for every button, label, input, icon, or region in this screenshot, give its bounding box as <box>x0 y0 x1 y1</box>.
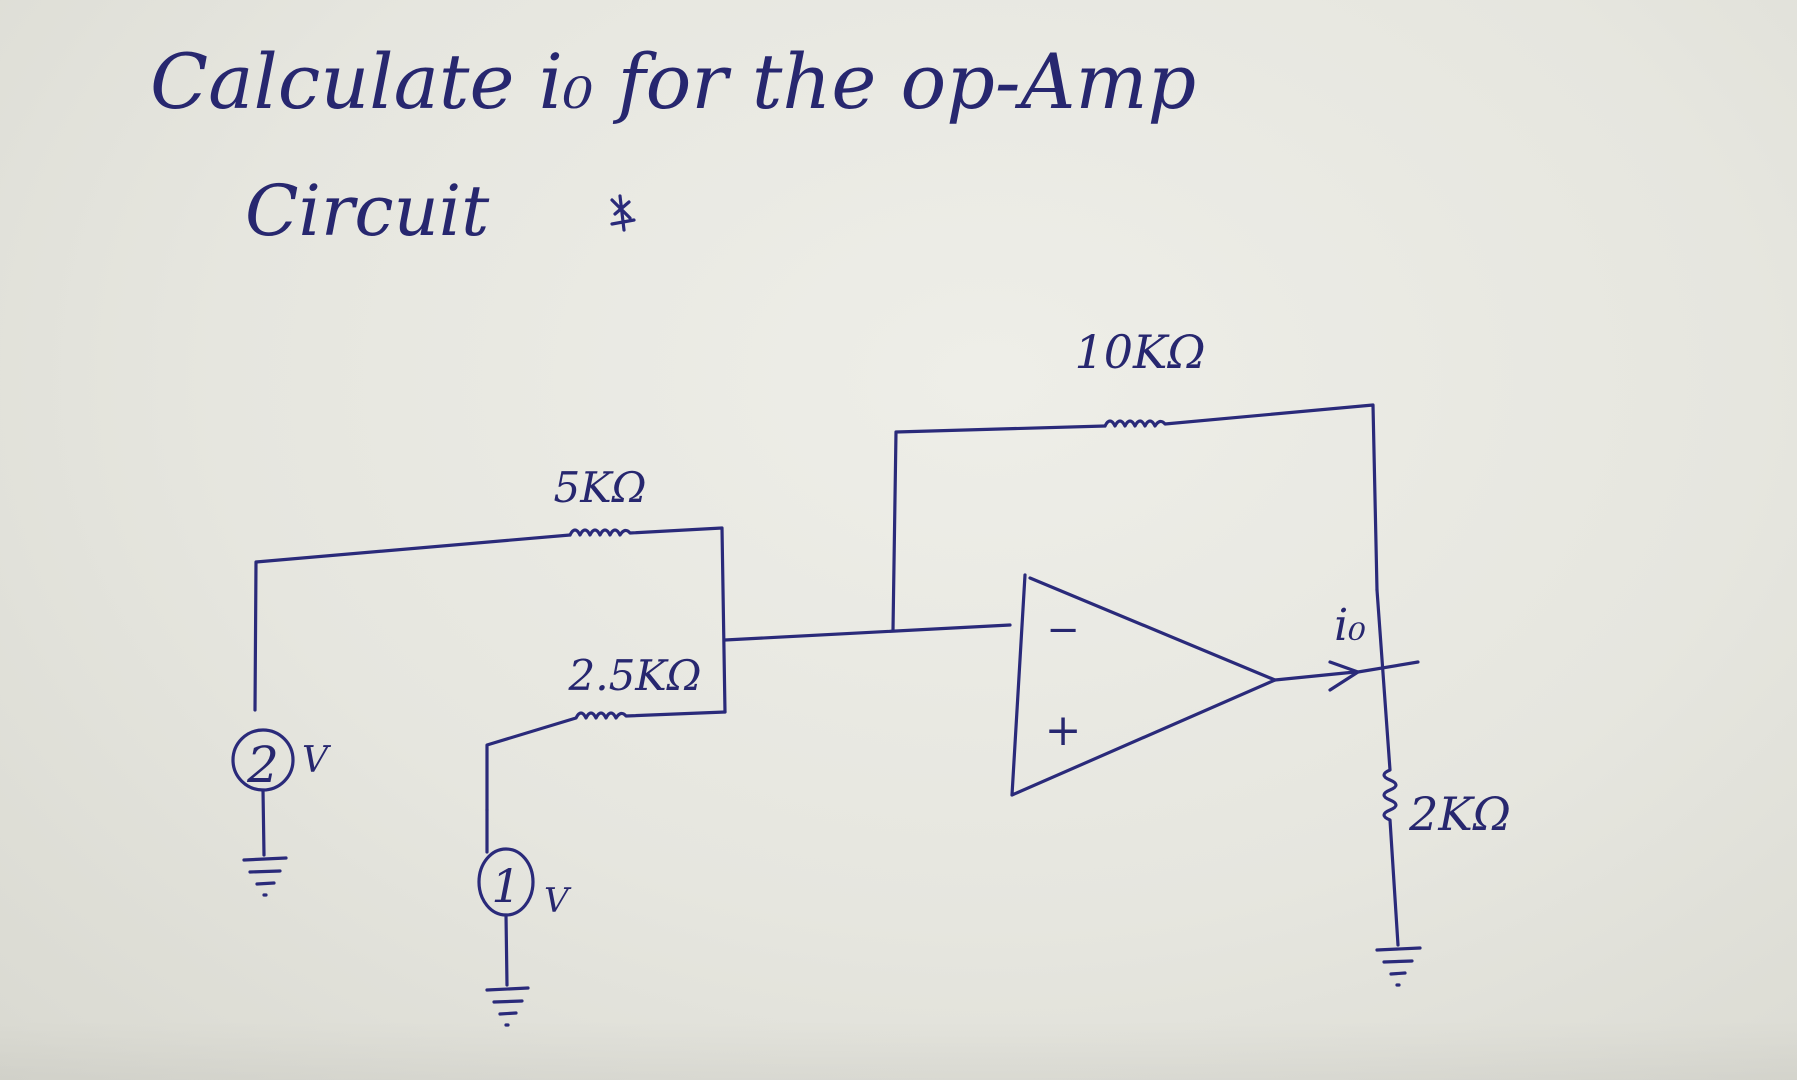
source-2v: 2 V <box>231 533 572 897</box>
label-5k: 5KΩ <box>554 463 647 512</box>
op-amp: − + <box>1010 573 1277 797</box>
inverting-node-wiring <box>723 424 1107 642</box>
resistor-5k: 5KΩ <box>554 463 727 714</box>
resistor-2k-load: 2KΩ <box>1375 588 1511 987</box>
ground-symbol-left <box>242 856 288 897</box>
resistor-2-5k: 2.5KΩ <box>485 651 727 812</box>
source-1v-value: 1 <box>491 859 520 913</box>
source-1v-unit: V <box>544 881 572 921</box>
opamp-minus-label: − <box>1046 607 1080 653</box>
resistor-10k-feedback: 10KΩ <box>1074 325 1379 592</box>
source-2v-value: 2 <box>246 736 279 794</box>
opamp-plus-label: + <box>1045 705 1082 756</box>
paper-edge-shadow <box>0 1020 1797 1080</box>
label-output-current: i₀ <box>1334 600 1366 651</box>
ground-symbol-right <box>1375 946 1422 987</box>
arrow-icon <box>1328 660 1360 692</box>
source-2v-unit: V <box>302 740 332 781</box>
source-1v: 1 V <box>477 808 572 1027</box>
label-2k: 2KΩ <box>1408 787 1511 841</box>
problem-line-2: Circuit <box>245 170 490 252</box>
scribble-mark <box>610 194 636 232</box>
label-2-5k: 2.5KΩ <box>568 651 702 700</box>
output-current: i₀ <box>1273 600 1420 692</box>
label-10k: 10KΩ <box>1074 325 1205 379</box>
problem-line-1: Calculate i₀ for the op-Amp <box>150 37 1196 126</box>
ground-symbol-mid <box>485 986 530 1027</box>
